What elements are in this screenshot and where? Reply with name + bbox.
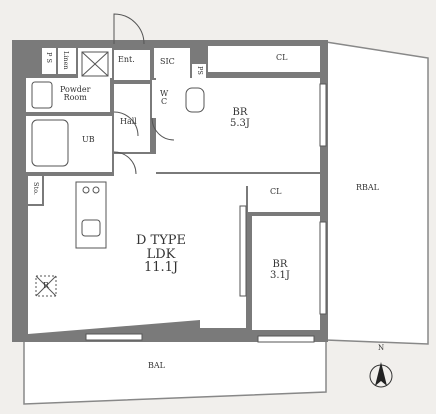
label-br-upper: BR 5.3J <box>230 107 250 129</box>
north-label: N <box>377 344 385 352</box>
label-bal: BAL <box>148 361 165 370</box>
north-arrow <box>369 362 393 388</box>
entrance-door <box>113 13 145 45</box>
label-sic: SIC <box>160 57 175 66</box>
fixtures <box>31 51 205 297</box>
label-cl-lower: CL <box>270 187 282 196</box>
br-upper-name: BR <box>232 107 248 118</box>
linen-shelf <box>81 51 109 77</box>
br-lower-size: 3.1J <box>270 269 290 281</box>
kitchen-counter <box>75 181 107 249</box>
label-linen: Linen <box>61 51 70 70</box>
br-upper-size: 5.3J <box>230 117 250 129</box>
doors <box>113 13 175 175</box>
ldk-size: 11.1J <box>143 260 179 276</box>
label-rbal: RBAL <box>356 183 379 192</box>
label-ub: UB <box>82 135 95 144</box>
ldk-type: D TYPE <box>136 233 187 248</box>
stove-burner <box>92 186 100 194</box>
label-ps-a: P S <box>44 52 53 63</box>
ldk-name: LDK <box>146 246 176 262</box>
fridge-space <box>35 275 57 297</box>
wc-toilet <box>185 87 205 113</box>
bathtub <box>31 119 69 167</box>
br-lower-name: BR <box>272 259 288 270</box>
rbal-area <box>325 41 429 345</box>
sink-basin <box>31 81 53 109</box>
label-br-lower: BR 3.1J <box>270 259 290 281</box>
compass: N <box>366 344 396 394</box>
label-ldk: D TYPE LDK 11.1J <box>136 234 186 275</box>
label-hall: Hall <box>120 117 137 126</box>
label-cl-upper: CL <box>276 53 288 62</box>
room-floors <box>26 46 320 334</box>
label-ps-b: PS <box>195 66 204 75</box>
bal-area <box>23 339 327 405</box>
label-r: R <box>43 281 50 290</box>
stove-burner <box>82 186 90 194</box>
label-ent: Ent. <box>118 55 135 64</box>
windows <box>85 83 327 343</box>
label-powder-room: Powder Room <box>60 85 91 103</box>
kitchen-sink <box>81 219 101 237</box>
label-sto: Sto. <box>31 182 40 195</box>
label-wc: W C <box>160 89 169 107</box>
